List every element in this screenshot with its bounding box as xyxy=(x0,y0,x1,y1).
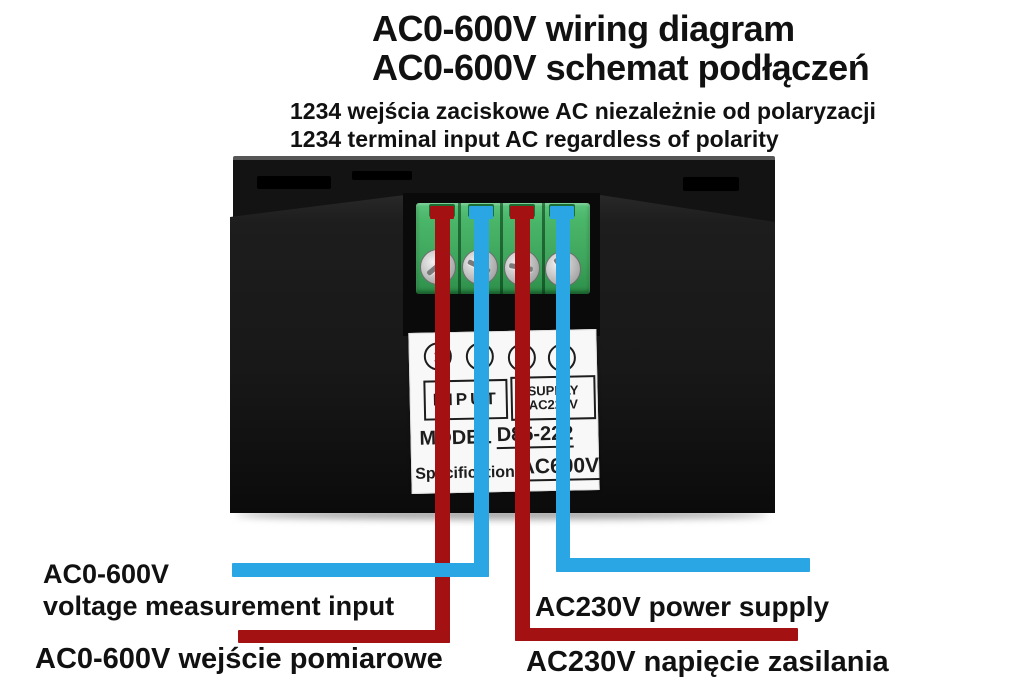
terminal-separator xyxy=(458,203,461,294)
annotation-supply-en: AC230V power supply xyxy=(535,591,830,622)
annotation-measurement-en-1: AC0-600V xyxy=(43,559,170,589)
subtitle-line-1: 1234 wejścia zaciskowe AC niezależnie od… xyxy=(290,98,876,124)
device-shadow xyxy=(236,510,768,519)
bezel-vent-slot xyxy=(683,177,739,191)
annotation-supply-pl: AC230V napięcie zasilania xyxy=(526,646,889,678)
wire-blue-supply-vertical xyxy=(556,206,570,572)
bezel-vent-slot xyxy=(257,176,331,189)
title-line-1: AC0-600V wiring diagram xyxy=(372,8,795,49)
wire-red-supply-vertical xyxy=(515,206,530,641)
subtitle-line-2: 1234 terminal input AC regardless of pol… xyxy=(290,126,779,152)
terminal-separator xyxy=(500,203,503,294)
annotation-measurement-pl: AC0-600V wejście pomiarowe xyxy=(35,643,443,675)
wire-blue-measurement-vertical xyxy=(474,206,489,577)
terminal-separator xyxy=(542,203,545,294)
wire-red-measurement-vertical xyxy=(435,206,450,643)
title-line-2: AC0-600V schemat podłączeń xyxy=(372,47,870,88)
bezel-vent-slot xyxy=(352,171,412,180)
wire-red-supply-horizontal xyxy=(515,628,798,641)
spec-prefix: Specification xyxy=(415,463,516,483)
annotation-measurement-en-2: voltage measurement input xyxy=(43,591,395,621)
wire-red-measurement-horizontal xyxy=(238,630,450,643)
wire-blue-supply-horizontal xyxy=(556,558,810,572)
supply-box-line-2: AC220V xyxy=(528,396,579,413)
wire-blue-measurement-horizontal xyxy=(232,563,489,577)
